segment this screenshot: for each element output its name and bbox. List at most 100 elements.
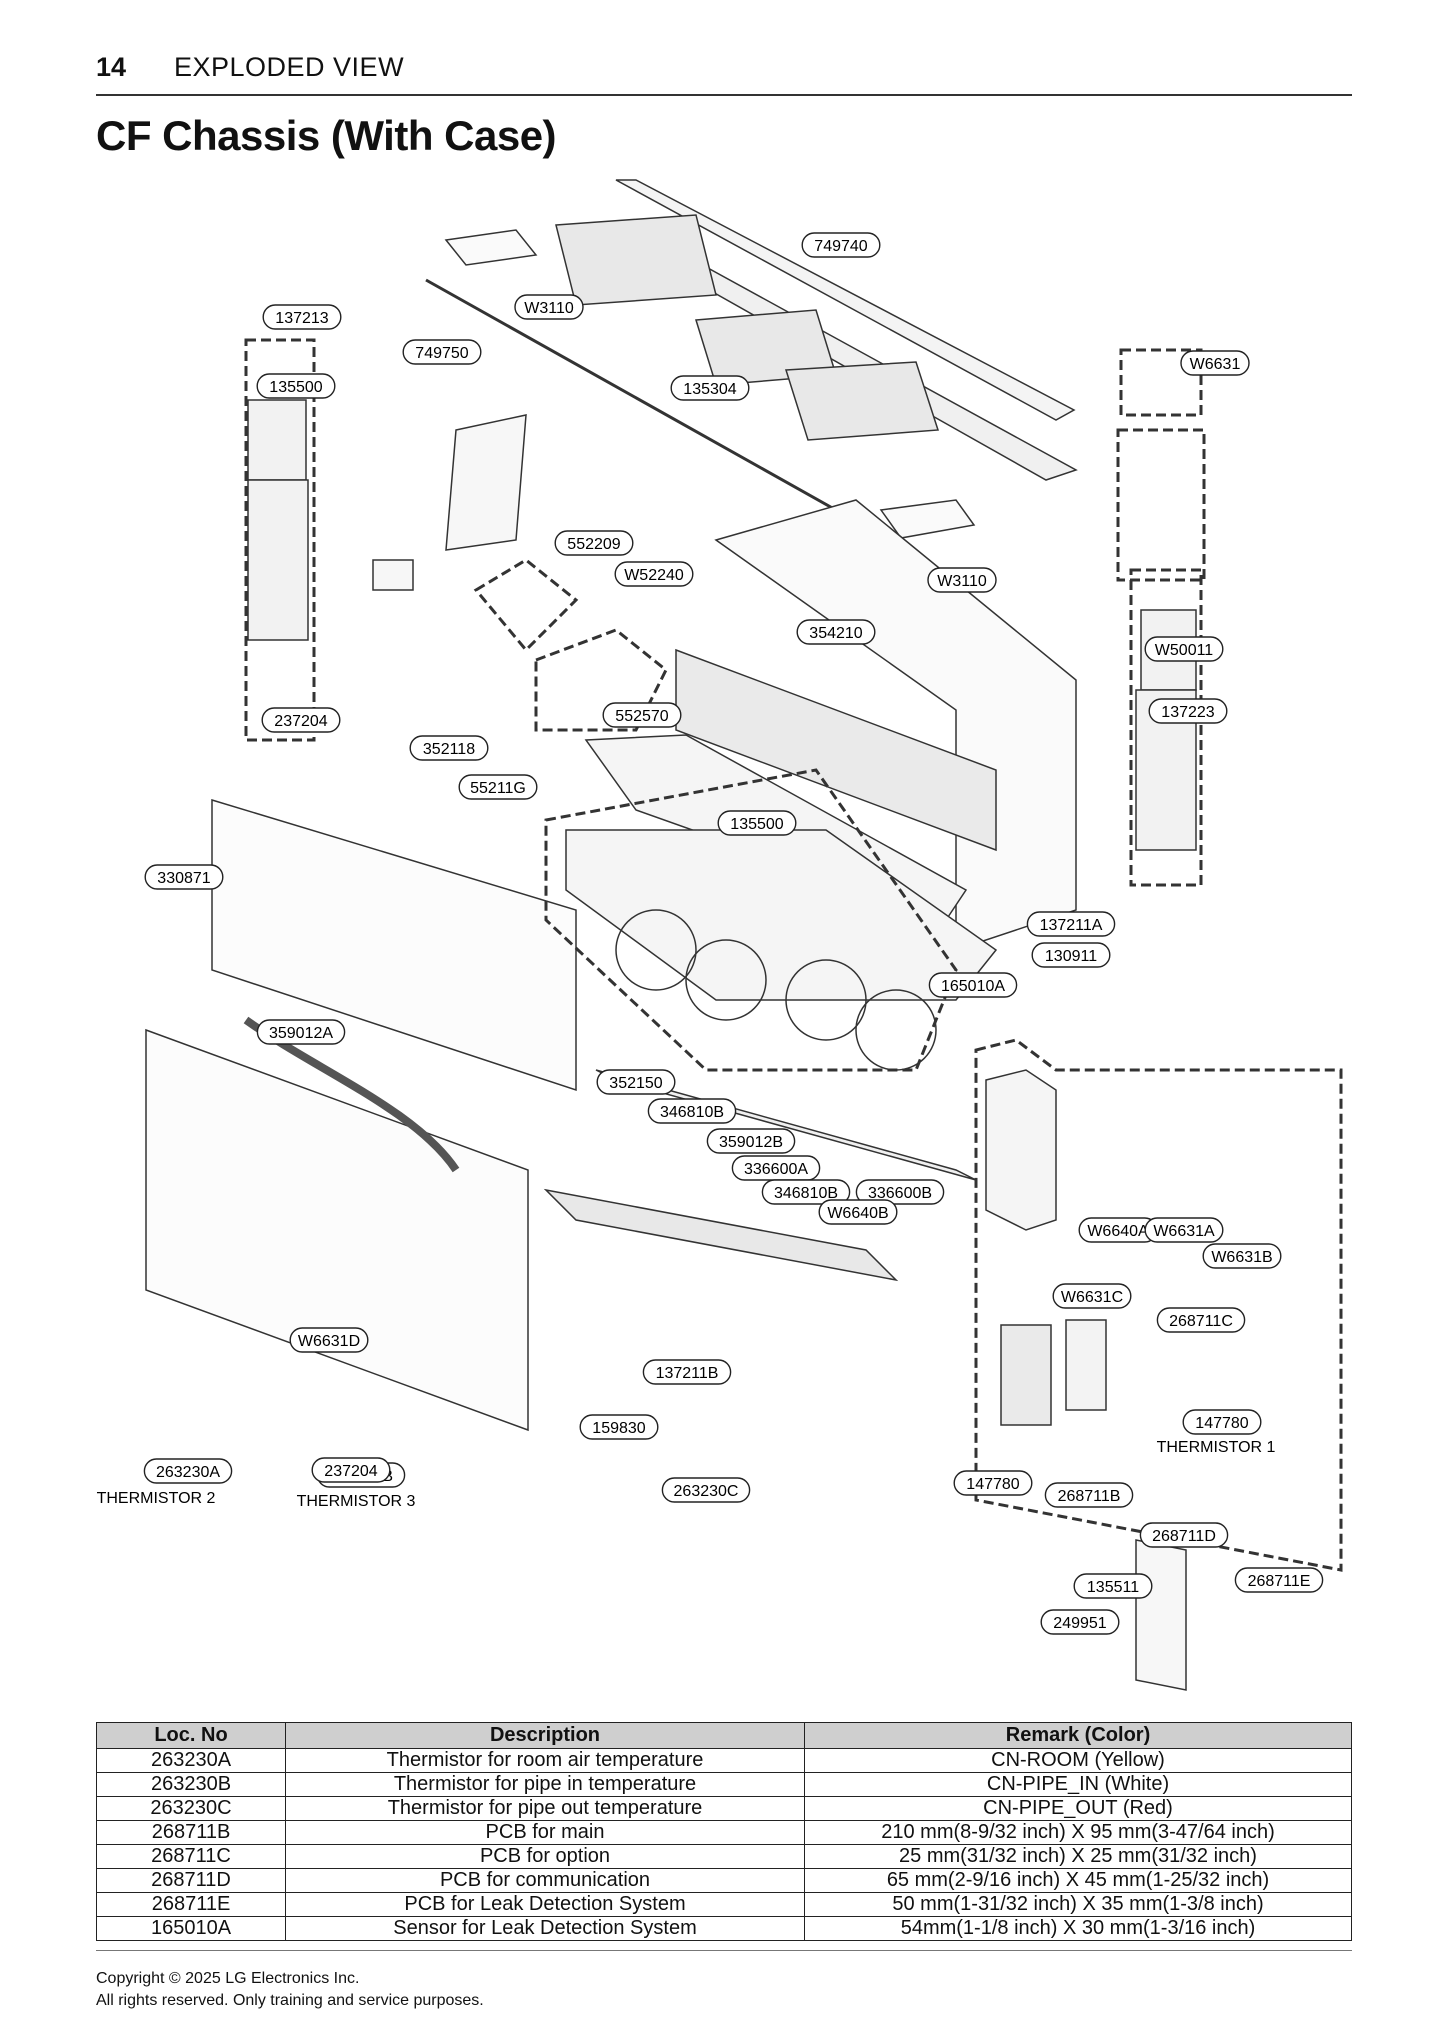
note-thermistor-3: THERMISTOR 3 — [297, 1493, 416, 1510]
part-callout: 552570 — [602, 702, 682, 728]
callout-text: 268711E — [1248, 1573, 1311, 1590]
callout-oval — [670, 375, 750, 401]
callout-oval — [1182, 1409, 1262, 1435]
callout-oval — [458, 774, 538, 800]
part-callout: 352118 — [409, 735, 489, 761]
part-callout: W6640B — [818, 1199, 898, 1225]
callout-text: 749750 — [415, 345, 468, 362]
callout-text: W3110 — [937, 573, 987, 590]
callout-oval — [402, 339, 482, 365]
part-callout: 346810B — [761, 1179, 851, 1205]
callout-text: 147780 — [966, 1476, 1019, 1493]
description: PCB for option — [285, 1844, 805, 1869]
callout-oval — [256, 373, 336, 399]
part-callout: W6631C — [1052, 1283, 1132, 1309]
part-callout: W6631B — [1202, 1243, 1282, 1269]
note-thermistor-2: THERMISTOR 2 — [97, 1490, 216, 1507]
loc-no: 268711B — [96, 1820, 286, 1845]
callout-oval — [1052, 1283, 1132, 1309]
part-callout: 237204 — [261, 707, 341, 733]
part-callout: W50011 — [1144, 636, 1224, 662]
callout-oval — [1040, 1609, 1120, 1635]
callout-text: W6640B — [827, 1205, 888, 1222]
callout-oval — [1144, 1217, 1224, 1243]
callout-text: 159830 — [592, 1420, 645, 1437]
callout-text: 147780 — [1195, 1415, 1248, 1432]
parts-table: Loc. No Description Remark (Color) 26323… — [96, 1722, 1352, 1941]
callout-oval — [796, 619, 876, 645]
description: Thermistor for pipe in temperature — [285, 1772, 805, 1797]
callout-text: W52240 — [624, 567, 684, 584]
description: Thermistor for pipe out temperature — [285, 1796, 805, 1821]
part-callout: 135500 — [717, 810, 797, 836]
callout-oval — [706, 1128, 796, 1154]
callout-oval — [144, 864, 224, 890]
remark: CN-PIPE_IN (White) — [804, 1772, 1352, 1797]
callout-text: 352150 — [609, 1075, 662, 1092]
part-callout: 749740 — [801, 232, 881, 258]
part-callout: 137211B — [642, 1359, 732, 1385]
callout-oval — [1044, 1482, 1134, 1508]
callout-oval — [1180, 350, 1250, 376]
footer-divider — [96, 1950, 1352, 1951]
callout-text: 346810B — [660, 1104, 724, 1121]
table-header-row: Loc. No Description Remark (Color) — [96, 1722, 1352, 1749]
callout-oval — [614, 561, 694, 587]
part-callout: 147780 — [953, 1470, 1033, 1496]
part-callout: 352150 — [596, 1069, 676, 1095]
part-callout: 330871 — [144, 864, 224, 890]
callout-text: W50011 — [1155, 642, 1214, 659]
description: Sensor for Leak Detection System — [285, 1916, 805, 1941]
remark: 210 mm(8-9/32 inch) X 95 mm(3-47/64 inch… — [804, 1820, 1352, 1845]
callout-text: 130911 — [1045, 948, 1097, 965]
callout-oval — [311, 1457, 391, 1483]
remark: CN-PIPE_OUT (Red) — [804, 1796, 1352, 1821]
callout-text: 749740 — [814, 238, 867, 255]
part-callout: 263230C — [661, 1477, 751, 1503]
part-callout: 55211G — [458, 774, 538, 800]
callout-oval — [1202, 1243, 1282, 1269]
part-callout: 135500 — [256, 373, 336, 399]
part-callout: 137213 — [262, 304, 342, 330]
callout-oval — [1139, 1522, 1229, 1548]
part-callout: W6631 — [1180, 350, 1250, 376]
callout-text: 135500 — [730, 816, 783, 833]
callout-text: 237204 — [274, 713, 327, 730]
column-header: Loc. No — [96, 1722, 286, 1749]
callout-text: 552209 — [567, 536, 620, 553]
remark: 50 mm(1-31/32 inch) X 35 mm(1-3/8 inch) — [804, 1892, 1352, 1917]
callout-text: 359012B — [719, 1134, 783, 1151]
callout-oval — [1156, 1307, 1246, 1333]
callout-oval — [855, 1179, 945, 1205]
callout-text: W6631 — [1190, 356, 1241, 373]
callout-oval — [514, 294, 584, 320]
callout-text: 137213 — [275, 310, 328, 327]
callout-text: W6631C — [1061, 1289, 1123, 1306]
callout-oval — [647, 1098, 737, 1124]
section-title: EXPLODED VIEW — [174, 52, 405, 82]
callout-text: 352118 — [423, 741, 475, 758]
callout-oval — [579, 1414, 659, 1440]
part-callout: W52240 — [614, 561, 694, 587]
part-callout: 552209 — [554, 530, 634, 556]
part-callout: 268711E — [1234, 1567, 1324, 1593]
remark: CN-ROOM (Yellow) — [804, 1748, 1352, 1773]
callout-text: 263230C — [674, 1483, 739, 1500]
page-number: 14 — [96, 52, 127, 82]
callout-text: W3110 — [524, 300, 574, 317]
callout-oval — [261, 707, 341, 733]
part-callout: W6640A — [1078, 1217, 1158, 1243]
part-callout: W3110 — [514, 294, 584, 320]
description: PCB for communication — [285, 1868, 805, 1893]
callout-text: 137223 — [1161, 704, 1214, 721]
part-callout: 336600B — [855, 1179, 945, 1205]
loc-no: 268711D — [96, 1868, 286, 1893]
loc-no: 263230A — [96, 1748, 286, 1773]
callout-oval — [409, 735, 489, 761]
